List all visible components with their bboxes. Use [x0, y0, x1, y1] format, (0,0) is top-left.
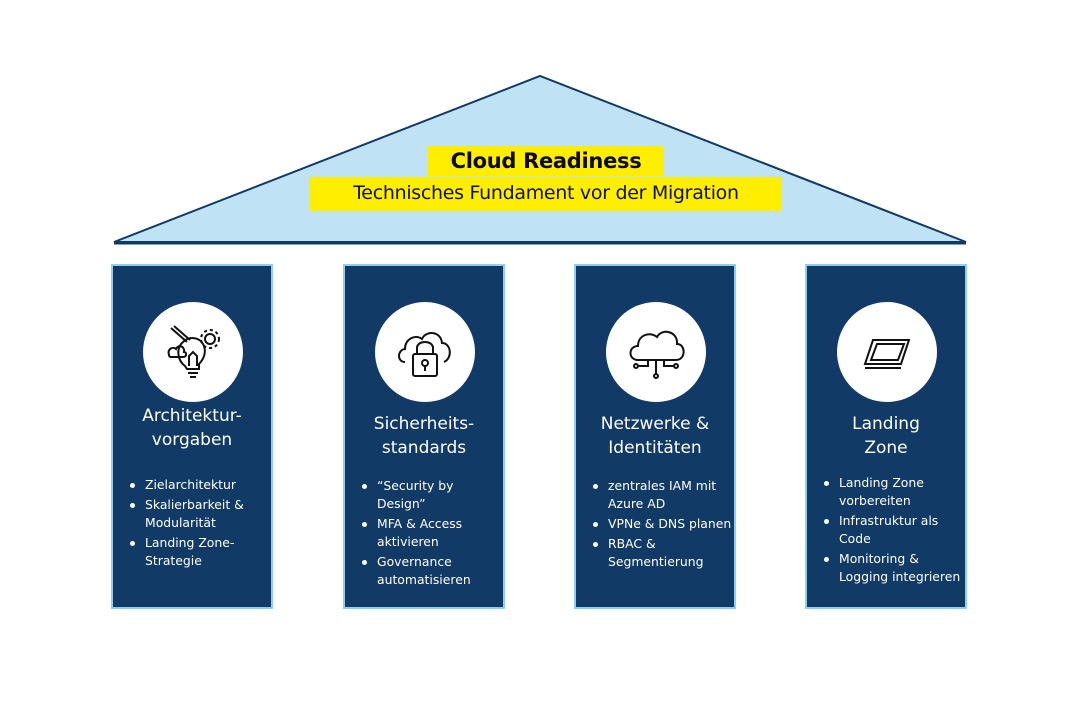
pillar-title: Netzwerke & Identitäten [580, 412, 730, 460]
subtitle-highlight [310, 177, 782, 211]
pillar-title-line1: Netzwerke & [600, 414, 710, 434]
pillar-title: Architektur- vorgaben [117, 404, 267, 452]
list-item: VPNe & DNS planen [590, 515, 732, 533]
list-item: MFA & Access aktivieren [359, 515, 501, 551]
pillar-architektur: Architektur- vorgaben Zielarchitektur Sk… [111, 264, 273, 609]
pillar-title: Landing Zone [811, 412, 961, 460]
diagram-title: Cloud Readiness [450, 149, 642, 173]
list-item: RBAC & Segmentierung [590, 535, 732, 571]
landing-zone-icon [863, 339, 911, 369]
title-highlight [428, 146, 664, 176]
lightbulb-gear-icon [167, 325, 220, 378]
cloud-network-icon [629, 330, 685, 379]
pillar-icon-circle [143, 302, 243, 402]
pillar-title-line2: vorgaben [151, 430, 233, 450]
list-item: Zielarchitektur [127, 476, 269, 494]
list-item: Infrastruktur als Code [821, 512, 963, 548]
pillar-landing-zone: Landing Zone Landing Zone vorbereiten In… [805, 264, 967, 609]
pillar-icon-circle [606, 302, 706, 402]
list-item: zentrales IAM mit Azure AD [590, 477, 732, 513]
pillar-title-line1: Sicherheits- [373, 414, 475, 434]
pillar-title-line2: Identitäten [608, 438, 702, 458]
list-item: Governance automatisieren [359, 553, 501, 589]
pillar-icon-circle [375, 302, 475, 402]
list-item: Skalierbarkeit & Modularität [127, 496, 269, 532]
pillar-title-line1: Landing [852, 414, 920, 434]
list-item: Landing Zone-Strategie [127, 534, 269, 570]
pillar-title: Sicherheits- standards [349, 412, 499, 460]
pillar-title-line2: Zone [864, 438, 908, 458]
pillar-bullet-list: “Security by Design” MFA & Access aktivi… [359, 477, 501, 591]
list-item: Landing Zone vorbereiten [821, 474, 963, 510]
pillar-bullet-list: Landing Zone vorbereiten Infrastruktur a… [821, 474, 963, 588]
list-item: “Security by Design” [359, 477, 501, 513]
list-item: Monitoring & Logging integrieren [821, 550, 963, 586]
pillar-title-line1: Architektur- [142, 406, 242, 426]
diagram-subtitle: Technisches Fundament vor der Migration [353, 182, 739, 204]
pillar-bullet-list: Zielarchitektur Skalierbarkeit & Modular… [127, 476, 269, 572]
pillar-icon-circle [837, 302, 937, 402]
pillar-bullet-list: zentrales IAM mit Azure AD VPNe & DNS pl… [590, 477, 732, 573]
cloud-lock-icon [398, 332, 451, 377]
pillar-netzwerke: Netzwerke & Identitäten zentrales IAM mi… [574, 264, 736, 609]
roof-triangle [113, 74, 967, 245]
pillar-title-line2: standards [381, 438, 467, 458]
pillar-sicherheit: Sicherheits- standards “Security by Desi… [343, 264, 505, 609]
